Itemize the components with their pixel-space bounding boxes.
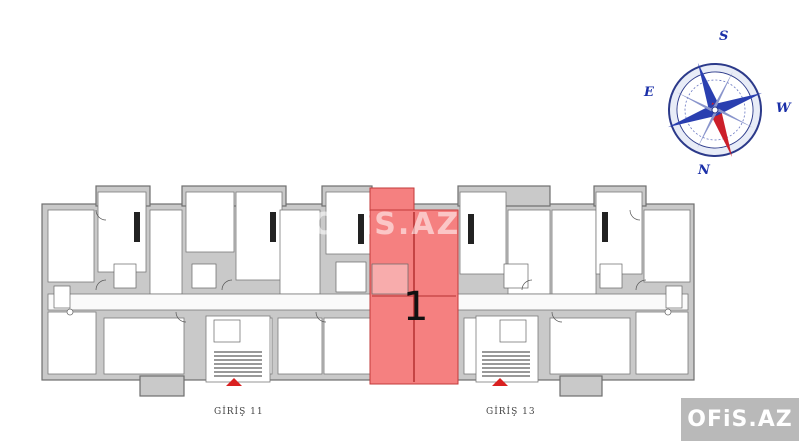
entrance-arrow-icon xyxy=(226,378,242,386)
site-logo: OFiS.AZ xyxy=(681,398,799,441)
stair-core-13 xyxy=(475,315,539,383)
corridors xyxy=(47,293,689,311)
compass-west-label: W xyxy=(776,101,792,116)
entrance-label: GİRİŞ 11 xyxy=(214,405,264,417)
compass-south-label: S xyxy=(719,29,728,44)
compass-north-label: N xyxy=(697,163,711,178)
fixtures xyxy=(53,212,683,316)
entrance-13: GİRİŞ 13 xyxy=(486,378,536,417)
compass-east-label: E xyxy=(643,85,655,100)
doors xyxy=(95,209,647,323)
entrance-label: GİRİŞ 13 xyxy=(486,405,536,417)
entrance-arrow-icon xyxy=(492,378,508,386)
apartment-1-highlight: 1 xyxy=(369,187,459,385)
stair-core-11 xyxy=(205,315,271,383)
compass-rose xyxy=(668,63,762,157)
apartment-number: 1 xyxy=(403,284,428,330)
watermark-text: OFiS.AZ xyxy=(312,207,460,242)
entrance-11: GİRİŞ 11 xyxy=(214,378,264,417)
